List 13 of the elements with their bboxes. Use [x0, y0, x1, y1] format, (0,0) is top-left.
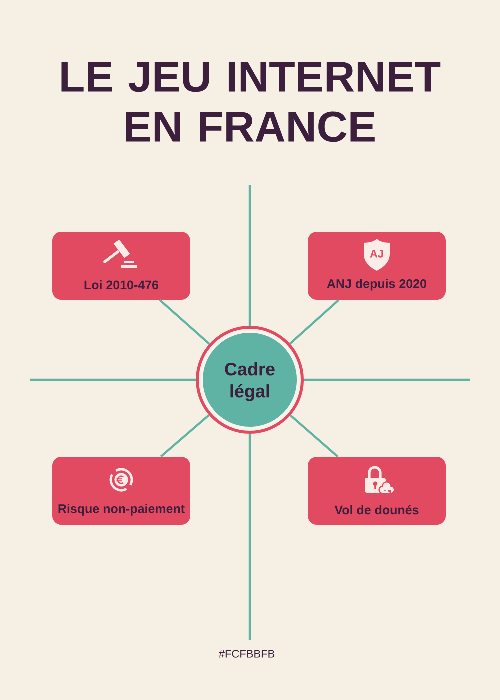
connector-line [289, 299, 340, 345]
connector-line [304, 378, 470, 382]
connector-line [30, 378, 196, 382]
title: LE JEU INTERNET EN FRANCE [62, 62, 441, 142]
connector-line [160, 414, 210, 458]
info-box: Risque non-paiement [52, 457, 190, 525]
connector-line [159, 299, 210, 345]
info-box: Vol de dounés [308, 457, 446, 525]
info-box: Loi 2010-476 [52, 232, 190, 300]
connector-line [248, 434, 252, 640]
connector-line [290, 414, 339, 458]
connector-line [248, 185, 252, 326]
footnote-text: #FCFBBFB [218, 650, 275, 658]
